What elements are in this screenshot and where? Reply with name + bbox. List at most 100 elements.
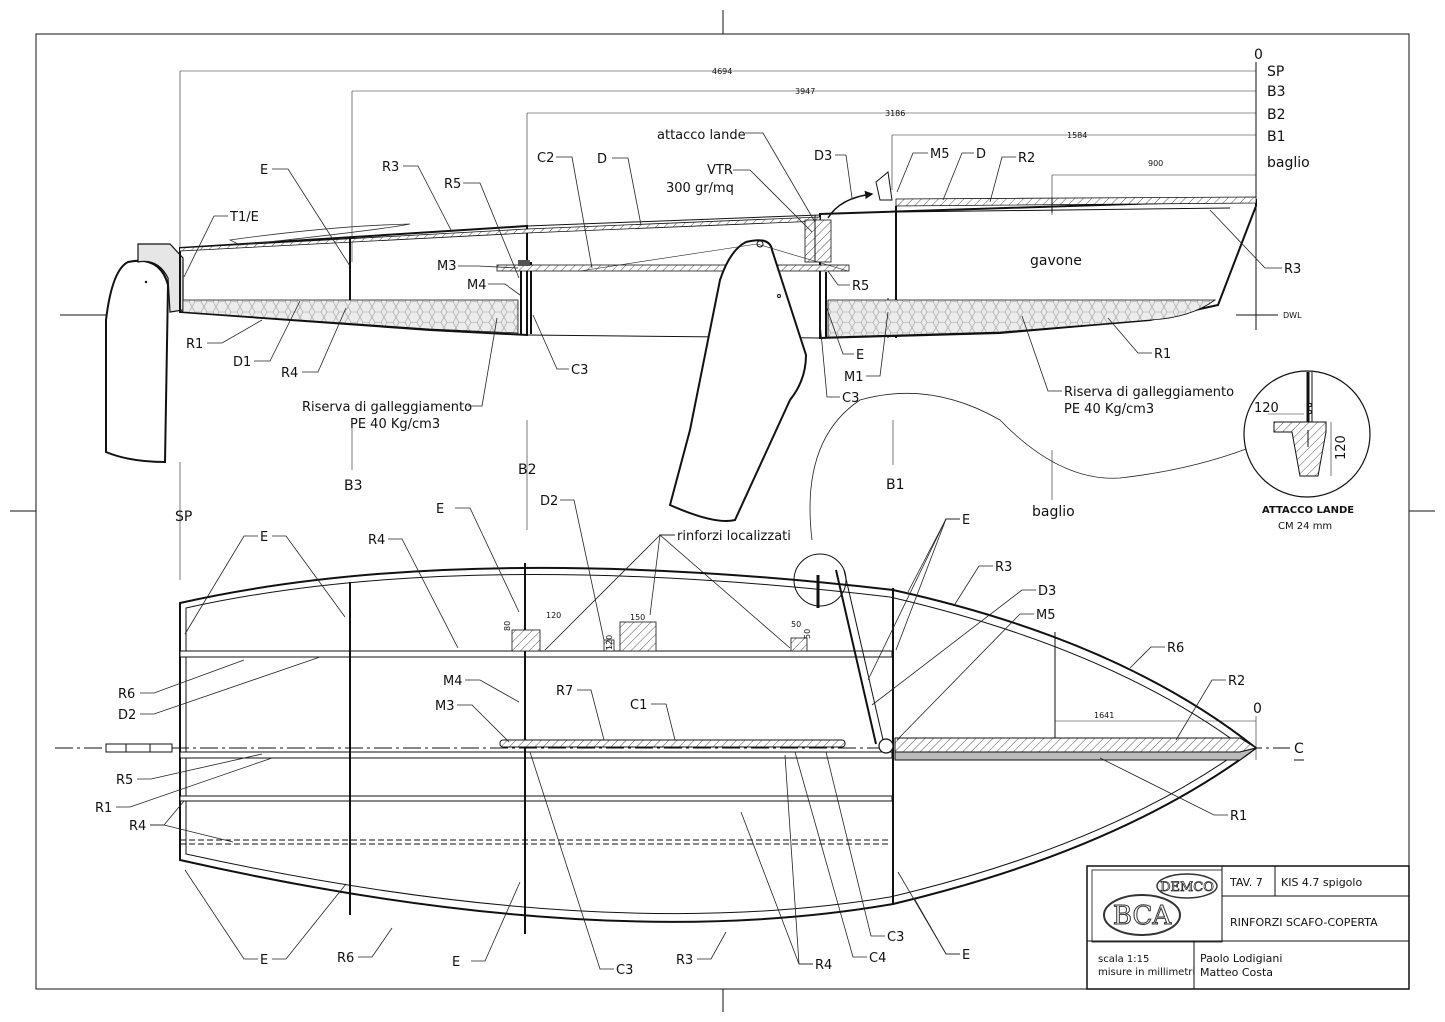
label-d1: D1 (233, 355, 251, 370)
label-r1: R1 (186, 337, 203, 352)
plan-label-r6-aft: R6 (118, 687, 135, 702)
station-zero: 0 (1254, 47, 1263, 63)
plan-label-r1: R1 (95, 801, 112, 816)
project-name: KIS 4.7 spigolo (1281, 876, 1362, 889)
plan-labels: E R4 E D2 rinforzi localizzati E R3 D3 M… (95, 494, 1247, 978)
dim-4694: 4694 (712, 67, 732, 76)
label-pe-1: PE 40 Kg/cm3 (350, 417, 440, 432)
detail-dim-vertical: 120 (1334, 435, 1349, 460)
dim-3186: 3186 (885, 109, 905, 118)
plan-station-zero: 0 (1253, 701, 1262, 717)
plan-label-e3: E (962, 513, 970, 528)
detail-title: ATTACCO LANDE (1262, 505, 1354, 516)
author-2: Matteo Costa (1200, 966, 1273, 979)
plan-label-e6: E (962, 948, 970, 963)
plan-label-rinforzi: rinforzi localizzati (677, 529, 791, 544)
label-r3: R3 (382, 160, 399, 175)
label-m4: M4 (467, 278, 487, 293)
title-block: DEMCO BCA TAV. 7 KIS 4.7 spigolo RINFORZ… (1086, 865, 1410, 990)
plan-label-d2: D2 (540, 494, 558, 509)
label-e-fwd: E (856, 348, 864, 363)
plan-dim-150: 150 (630, 613, 645, 622)
label-r5-fwd: R5 (852, 279, 869, 294)
plan-label-d3: D3 (1038, 584, 1056, 599)
side-view: 4694 3947 3186 1584 900 0 SP B3 B2 B1 ba… (60, 47, 1310, 522)
plan-label-r1-fwd: R1 (1230, 809, 1247, 824)
label-m3: M3 (437, 259, 457, 274)
plan-dim-120b: 120 (605, 635, 614, 650)
label-m1: M1 (844, 370, 864, 385)
side-hull-aft (179, 224, 528, 337)
plan-view: SP B3 B2 B1 baglio (55, 420, 1304, 934)
logo-bca: BCA (1113, 901, 1172, 931)
plan-label-m3: M3 (435, 699, 455, 714)
plan-label-r7: R7 (556, 684, 573, 699)
centerboard (668, 239, 808, 522)
plan-label-r4: R4 (368, 533, 385, 548)
plan-dim-50b: 50 (803, 629, 812, 639)
label-d: D (597, 152, 607, 167)
foam-aft (182, 299, 519, 334)
label-r1-fwd: R1 (1154, 347, 1171, 362)
label-riserva-2: Riserva di galleggiamento (1064, 385, 1234, 400)
label-r3-fwd: R3 (1284, 262, 1301, 277)
plan-label-r4-bottom: R4 (815, 958, 832, 973)
plan-dim-1641: 1641 (1094, 711, 1114, 720)
tav-number: TAV. 7 (1229, 876, 1263, 889)
label-c3: C3 (571, 363, 588, 378)
station-sp: SP (1267, 64, 1284, 80)
plan-label-r4-aft: R4 (129, 819, 146, 834)
label-r2: R2 (1018, 151, 1035, 166)
station-baglio: baglio (1267, 155, 1310, 171)
plan-label-e2: E (436, 502, 444, 517)
plan-label-r5: R5 (116, 773, 133, 788)
label-riserva-1: Riserva di galleggiamento (302, 400, 472, 415)
detail-subtitle: CM 24 mm (1278, 521, 1332, 532)
label-d-fwd: D (976, 147, 986, 162)
plan-station-b1: B1 (886, 477, 905, 493)
detail-dim-horizontal: 120 (1254, 401, 1279, 416)
label-e: E (260, 163, 268, 178)
label-c3-fwd: C3 (842, 391, 859, 406)
plan-label-c3: C3 (616, 963, 633, 978)
plan-station-b2: B2 (518, 462, 537, 478)
plan-label-r6-bottom: R6 (337, 951, 354, 966)
label-pe-2: PE 40 Kg/cm3 (1064, 402, 1154, 417)
dim-3947: 3947 (795, 87, 815, 96)
plan-label-m5: M5 (1036, 608, 1056, 623)
label-vtr-weight: 300 gr/mq (666, 181, 734, 196)
plan-label-e4: E (260, 953, 268, 968)
plan-dim-120a: 120 (546, 611, 561, 620)
plan-label-r3-bottom: R3 (676, 953, 693, 968)
dim-1584: 1584 (1067, 131, 1087, 140)
label-c2: C2 (537, 151, 554, 166)
plan-label-r6: R6 (1167, 641, 1184, 656)
plan-label-r2: R2 (1228, 674, 1245, 689)
label-r4: R4 (281, 366, 298, 381)
label-attacco-lande: attacco lande (657, 128, 746, 143)
label-r5: R5 (444, 177, 461, 192)
plan-label-r3: R3 (995, 560, 1012, 575)
label-m5: M5 (930, 147, 950, 162)
rudder-blade (105, 259, 170, 464)
label-gavone: gavone (1030, 253, 1082, 269)
plan-station-sp: SP (175, 509, 192, 525)
label-d3: D3 (814, 149, 832, 164)
plan-label-d2-aft: D2 (118, 708, 136, 723)
units: misure in millimetri (1098, 967, 1195, 978)
plan-label-e1: E (260, 530, 268, 545)
plan-label-c4: C4 (869, 951, 886, 966)
plan-station-b3: B3 (344, 478, 363, 494)
detail-attacco-lande: 120 120 ATTACCO LANDE CM 24 mm (809, 370, 1371, 541)
label-t1e: T1/E (229, 210, 259, 225)
plan-label-c3-fwd: C3 (887, 930, 904, 945)
drawing-subject: RINFORZI SCAFO-COPERTA (1230, 916, 1378, 929)
sheet-frame (10, 10, 1435, 1012)
plan-label-c1: C1 (630, 698, 647, 713)
author-1: Paolo Lodigiani (1200, 952, 1282, 965)
plan-dim-80: 80 (503, 621, 512, 631)
logo-demco: DEMCO (1160, 880, 1214, 895)
scale: scala 1:15 (1098, 954, 1149, 965)
plan-dim-50a: 50 (791, 620, 801, 629)
